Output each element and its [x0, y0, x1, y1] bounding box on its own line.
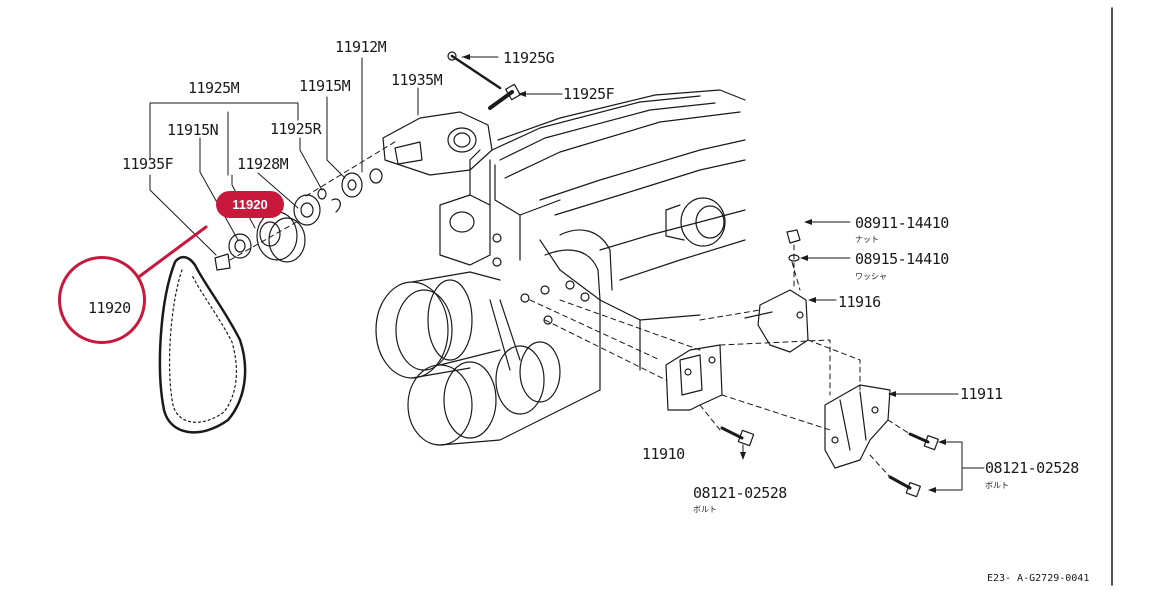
- callout-pointer-line: [138, 225, 208, 278]
- part-label-11915N: 11915N: [167, 121, 219, 139]
- part-label-11925M: 11925M: [188, 79, 240, 97]
- part-label-11912M: 11912M: [335, 38, 387, 56]
- part-label-08121-02528-bottom: 08121-02528: [693, 484, 787, 502]
- highlighted-part-callout-circle[interactable]: [58, 256, 146, 344]
- part-label-11916: 11916: [838, 293, 881, 311]
- part-label-08911-14410: 08911-14410: [855, 214, 949, 232]
- japanese-label-nut: ナット: [855, 235, 879, 244]
- diagram-reference-code: E23- A-G2729-0041: [987, 573, 1090, 584]
- part-label-11920: 11920: [88, 299, 131, 317]
- part-label-11928M: 11928M: [237, 155, 289, 173]
- part-label-08915-14410: 08915-14410: [855, 250, 949, 268]
- part-label-11935M: 11935M: [391, 71, 443, 89]
- part-label-11925R: 11925R: [270, 120, 322, 138]
- pulley-stack-drawing: [214, 51, 521, 271]
- part-label-11925F: 11925F: [563, 85, 615, 103]
- japanese-label-bolt-right: ボルト: [985, 481, 1009, 490]
- leader-lines: [149, 56, 985, 491]
- part-label-11935F: 11935F: [122, 155, 174, 173]
- japanese-label-bolt-bottom: ボルト: [693, 505, 717, 514]
- part-label-11925G: 11925G: [503, 49, 555, 67]
- part-label-08121-02528-right: 08121-02528: [985, 459, 1079, 477]
- part-label-11910: 11910: [642, 445, 685, 463]
- arrowheads: [462, 54, 946, 493]
- part-label-11911: 11911: [960, 385, 1003, 403]
- assembly-guide-lines: [229, 139, 911, 478]
- bracket-drawing: [665, 229, 939, 498]
- part-label-11915M: 11915M: [299, 77, 351, 95]
- japanese-label-washer: ワッシャ: [855, 272, 887, 281]
- engine-block-drawing: [375, 89, 746, 446]
- drive-belt-drawing: [158, 255, 247, 434]
- highlighted-part-badge[interactable]: 11920: [216, 191, 284, 218]
